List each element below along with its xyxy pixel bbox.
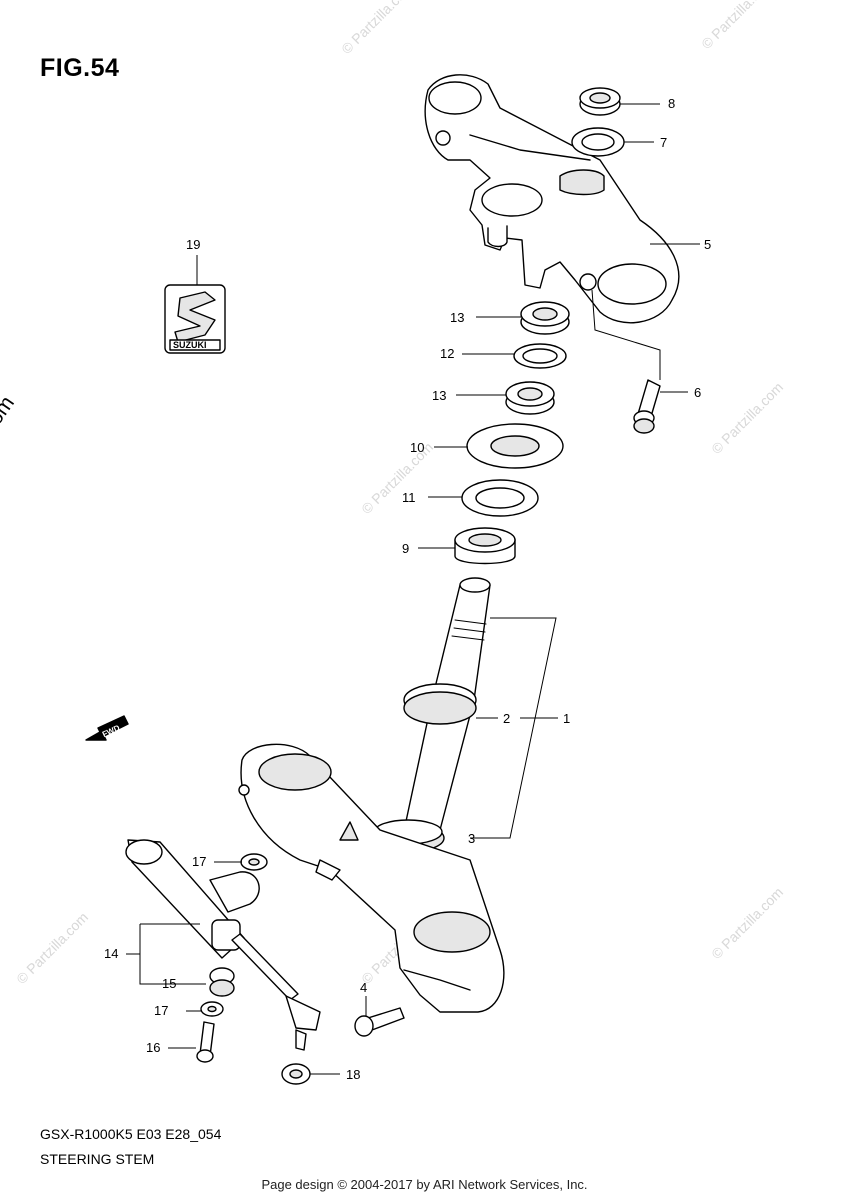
emblem-brand-text: SUZUKI [173, 340, 207, 350]
lower-bracket [238, 743, 505, 1013]
lock-washer-part-12 [513, 343, 567, 369]
leader-lines [126, 103, 700, 1075]
steering-damper-part-14 [125, 839, 321, 1051]
bolt-part-6 [633, 379, 661, 434]
callout-6: 6 [694, 385, 701, 400]
callout-9: 9 [402, 541, 409, 556]
emblem-part-19 [164, 284, 226, 354]
callout-16: 16 [146, 1040, 160, 1055]
dust-seal-part-10 [466, 423, 564, 469]
bolt-part-16 [196, 1021, 215, 1063]
section-name: STEERING STEM [40, 1151, 155, 1167]
callout-10: 10 [410, 440, 424, 455]
callout-11: 11 [402, 490, 416, 505]
callout-1: 1 [563, 711, 570, 726]
callout-17: 17 [192, 854, 206, 869]
callout-5: 5 [704, 237, 711, 252]
steering-stem-shaft-part-2 [403, 577, 491, 831]
washer-part-17-upper [240, 853, 268, 871]
washer-part-7 [571, 127, 625, 157]
lock-nut-part-13-upper [520, 301, 570, 335]
washer-part-17-lower [200, 1001, 224, 1017]
callout-18: 18 [346, 1067, 360, 1082]
stem-nut-part-8 [579, 87, 621, 116]
callout-2: 2 [503, 711, 510, 726]
callout-labels: 8 7 5 19 6 13 12 13 10 11 9 2 1 3 17 14 … [101, 96, 711, 1082]
callout-3: 3 [468, 831, 475, 846]
callout-15: 15 [162, 976, 176, 991]
washer-part-11 [461, 479, 539, 517]
fwd-direction-arrow [85, 715, 129, 741]
model-code: GSX-R1000K5 E03 E28_054 [40, 1126, 222, 1142]
callout-12: 12 [440, 346, 454, 361]
bush-part-15 [209, 967, 235, 997]
lock-nut-part-13-lower [505, 381, 555, 415]
callout-14: 14 [104, 946, 118, 961]
callout-4: 4 [360, 980, 367, 995]
figure-title: FIG.54 [40, 54, 120, 82]
callout-13: 13 [432, 388, 446, 403]
callout-7: 7 [660, 135, 667, 150]
nut-part-18 [281, 1063, 311, 1085]
bolt-part-4 [354, 1007, 405, 1037]
bearing-part-9 [454, 527, 516, 565]
footer-copyright: Page design © 2004-2017 by ARI Network S… [261, 1177, 588, 1192]
callout-13: 13 [450, 310, 464, 325]
callout-17: 17 [154, 1003, 168, 1018]
callout-8: 8 [668, 96, 675, 111]
callout-19: 19 [186, 237, 200, 252]
upper-bracket-part-5 [424, 74, 680, 324]
